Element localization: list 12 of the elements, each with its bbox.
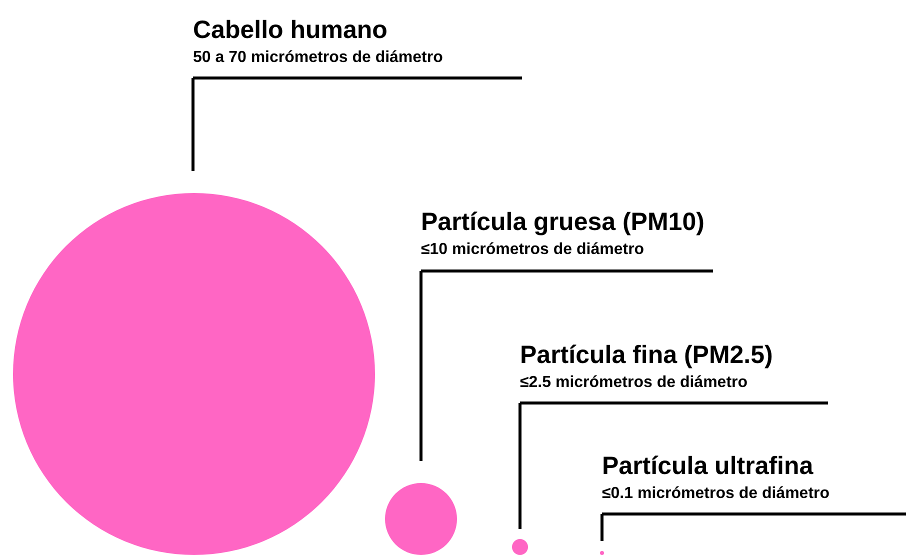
- leader-line: [420, 270, 714, 462]
- leader-line: [518, 402, 830, 530]
- subheading-text: ≤2.5 micrómetros de diámetro: [520, 373, 748, 393]
- heading-text: Cabello humano: [193, 15, 388, 46]
- leader-line: [192, 76, 524, 172]
- subheading-text: 50 a 70 micrómetros de diámetro: [193, 48, 443, 68]
- heading-text: Partícula fina (PM2.5): [520, 340, 773, 371]
- heading-text: Partícula gruesa (PM10): [421, 207, 704, 238]
- subheading-text: ≤0.1 micrómetros de diámetro: [602, 484, 830, 504]
- leader-line: [600, 512, 908, 542]
- subheading-text: ≤10 micrómetros de diámetro: [421, 240, 644, 260]
- heading-text: Partícula ultrafina: [602, 451, 814, 482]
